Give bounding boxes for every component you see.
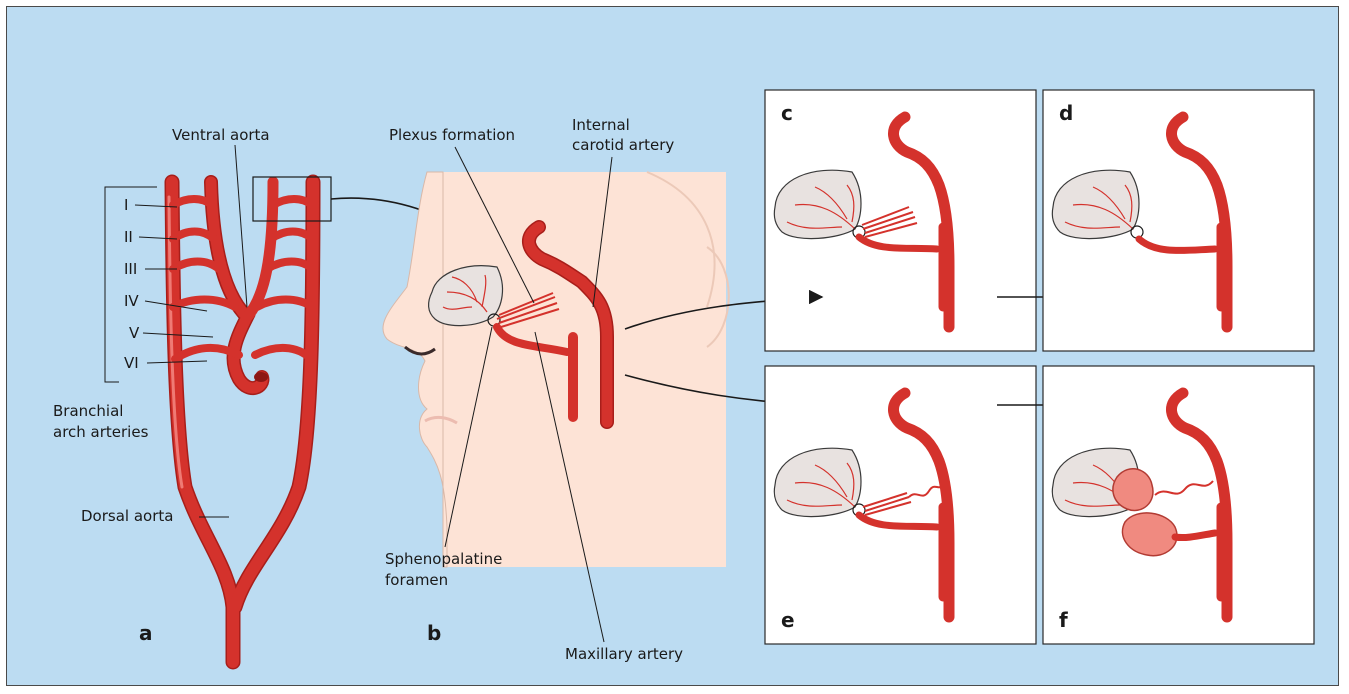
label-ventral-aorta: Ventral aorta [172,126,270,144]
label-branchial-1: Branchial [53,402,123,420]
label-arch-V: V [129,324,140,342]
label-maxillary-artery: Maxillary artery [565,645,683,663]
diagram: Ventral aorta I II III IV V VI Branchial… [7,7,1340,687]
label-spheno-2: foramen [385,571,448,589]
label-plexus-formation: Plexus formation [389,126,515,144]
label-arch-IV: IV [124,292,139,310]
panel-a-aortic-arches [105,177,331,662]
panel-letter-a: a [139,621,153,645]
panel-letter-d: d [1059,101,1073,125]
label-arch-VI: VI [124,354,139,372]
panel-f [1043,366,1314,644]
panel-letter-f: f [1059,608,1068,632]
label-dorsal-aorta: Dorsal aorta [81,507,173,525]
figure-canvas: Ventral aorta I II III IV V VI Branchial… [6,6,1339,686]
panel-letter-c: c [781,101,793,125]
label-arch-I: I [124,196,128,214]
label-arch-II: II [124,228,133,246]
leader-ventral-aorta [235,145,247,307]
label-arch-III: III [124,260,137,278]
panel-d [1043,90,1314,351]
label-internal-1: Internal [572,116,630,134]
panel-letter-b: b [427,621,441,645]
panel-b-head-profile [383,172,729,567]
panel-letter-e: e [781,608,795,632]
panel-e [765,366,1036,644]
label-branchial-2: arch arteries [53,423,149,441]
label-spheno-1: Sphenopalatine [385,550,502,568]
label-internal-2: carotid artery [572,136,674,154]
panel-c [765,90,1036,351]
